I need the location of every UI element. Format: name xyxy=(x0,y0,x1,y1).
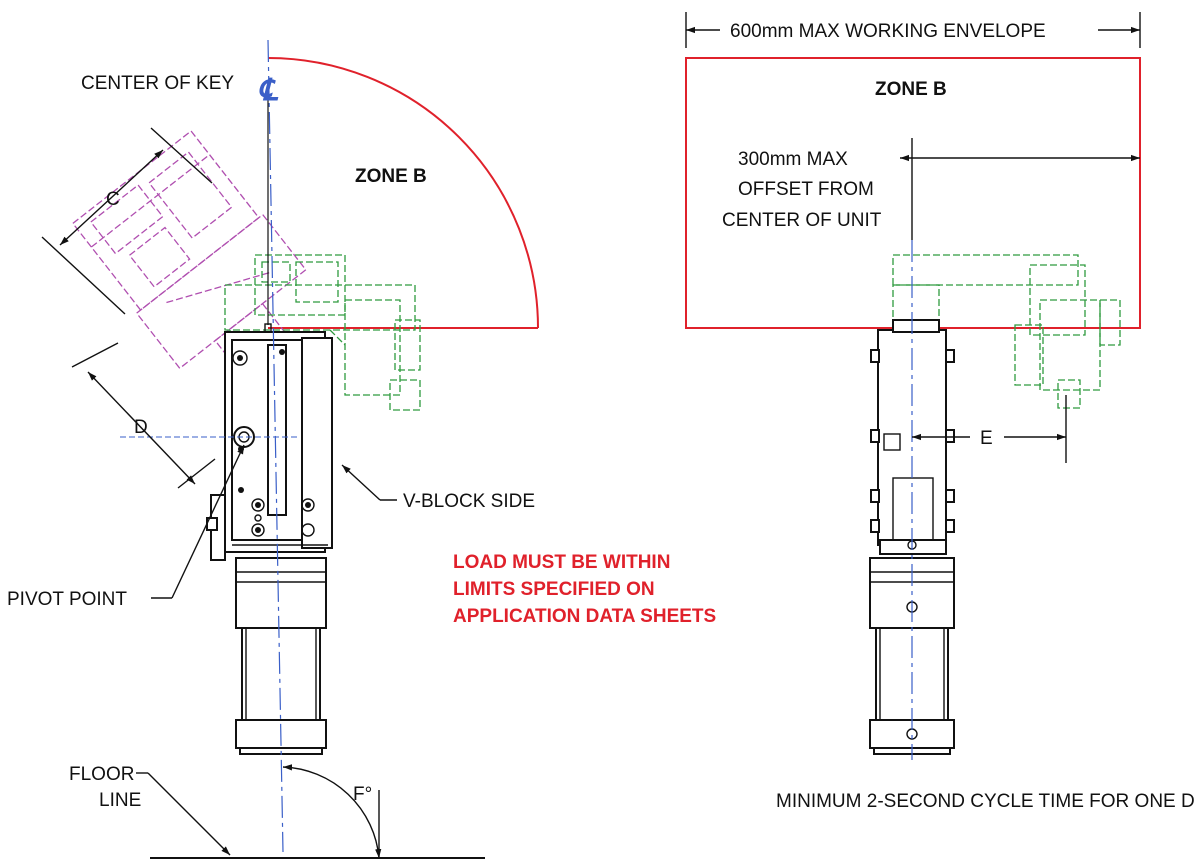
warning-line-1: LOAD MUST BE WITHIN xyxy=(453,552,670,573)
floor-line-callout: FLOOR LINE xyxy=(69,764,485,859)
zone-b-label-right: ZONE B xyxy=(875,79,947,100)
offset-label-line-1: 300mm MAX xyxy=(738,149,848,170)
v-block-side-label: V-BLOCK SIDE xyxy=(403,491,535,512)
offset-label-line-3: CENTER OF UNIT xyxy=(722,210,882,231)
offset-label-line-2: OFFSET FROM xyxy=(738,179,874,200)
warning-line-2: LIMITS SPECIFIED ON xyxy=(453,579,655,600)
floor-label: FLOOR xyxy=(69,764,134,785)
cycle-time-note: MINIMUM 2-SECOND CYCLE TIME FOR ONE DIRE… xyxy=(776,791,1195,812)
dimension-d-label: D xyxy=(134,417,148,438)
centerline-symbol: ℄ xyxy=(258,74,279,107)
load-warning: LOAD MUST BE WITHIN LIMITS SPECIFIED ON … xyxy=(453,552,716,627)
cylinder-tube xyxy=(241,627,321,721)
cylinder-top-cap xyxy=(235,557,327,629)
angle-f-label: F° xyxy=(353,784,372,805)
dimension-c: C xyxy=(41,127,213,315)
working-envelope-label: 600mm MAX WORKING ENVELOPE xyxy=(730,21,1046,42)
v-block-side-callout: V-BLOCK SIDE xyxy=(341,464,535,512)
right-view: 600mm MAX WORKING ENVELOPE ZONE B 300mm … xyxy=(685,12,1195,812)
line-label: LINE xyxy=(99,790,141,811)
dimension-e: E xyxy=(912,395,1067,463)
zone-b-label-left: ZONE B xyxy=(355,166,427,187)
center-line-left xyxy=(267,39,284,853)
dimension-e-label: E xyxy=(980,428,993,449)
dimension-c-label: C xyxy=(106,189,120,210)
dimension-d: D xyxy=(71,342,216,489)
warning-line-3: APPLICATION DATA SHEETS xyxy=(453,606,716,627)
left-view: CENTER OF KEY ℄ ZONE B C D V-BLOCK SIDE xyxy=(7,39,539,859)
angle-f: F° xyxy=(282,764,382,859)
tool-upright-outline xyxy=(224,254,421,411)
pivot-point-label: PIVOT POINT xyxy=(7,589,127,610)
working-envelope-dimension: 600mm MAX WORKING ENVELOPE xyxy=(685,12,1141,48)
pivot-point-callout: PIVOT POINT xyxy=(7,444,245,610)
zone-b-boundary-left xyxy=(267,57,539,329)
center-of-key-label: CENTER OF KEY xyxy=(81,73,234,94)
